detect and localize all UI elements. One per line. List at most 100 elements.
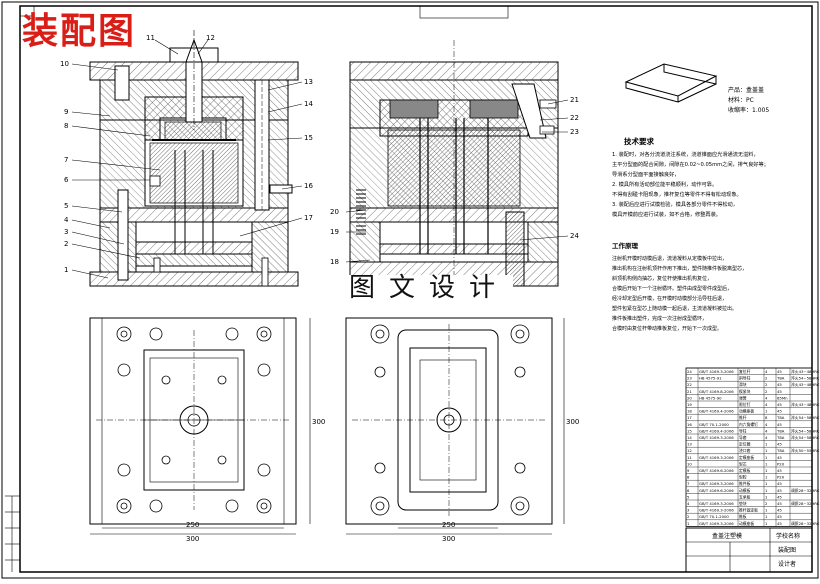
bom-cell: T8A xyxy=(776,435,785,440)
bom-cell: 6 xyxy=(687,488,690,493)
bom-cell: 2 xyxy=(765,389,768,394)
dim-label: 300 xyxy=(312,418,325,426)
bom-cell: 支承板 xyxy=(739,494,751,499)
bom-cell: 调质28~32HRC xyxy=(791,488,820,493)
bom-cell: T8A xyxy=(776,376,785,381)
working-principle: 工作原理 注射机开模时动模后退，流道凝料从定模板中拉出， 推出机构在注射机顶杆作… xyxy=(612,241,747,332)
bom-cell: 45 xyxy=(777,389,782,394)
designer-label: 设计者 xyxy=(778,560,796,568)
bom-cell: 定模板 xyxy=(739,468,751,473)
bom-cell: GB/T 70.1-2000 xyxy=(699,422,729,427)
left-part-labels: 1 2 3 4 5 6 7 8 9 10 11 12 13 14 15 16 1… xyxy=(60,34,313,274)
bom-cell: 2 xyxy=(765,382,768,387)
sheet-title: 装配图 xyxy=(22,11,137,52)
bom-cell: 淬火43~48HRC xyxy=(791,382,820,387)
bom-cell: T8A xyxy=(776,448,785,453)
part-label: 1 xyxy=(64,266,68,274)
tech-line: 3. 装配后应进行试模检验，模具各部分零件不得松动， xyxy=(612,200,738,208)
bom-cell: 45 xyxy=(777,422,782,427)
bom-cell: 1 xyxy=(765,409,768,414)
bom-cell: 4 xyxy=(687,501,690,506)
bom-cell: 垫块 xyxy=(739,501,747,506)
bom-cell: 4 xyxy=(765,369,768,374)
bom-cell: 1 xyxy=(687,521,690,526)
tech-line: 主平分型面的配合间隙，间隙在0.02~0.05mm之间，排气良好等； xyxy=(612,160,769,168)
part-label: 12 xyxy=(206,34,215,42)
bom-cell: 1 xyxy=(765,442,768,447)
principle-line: 合模时由复位杆带动推板复位，开始下一次成型。 xyxy=(612,325,722,332)
bom-cell: GB/T 4169.4-2006 xyxy=(699,428,734,433)
part-label: 16 xyxy=(304,182,313,190)
sheet-label: 装配图 xyxy=(778,546,796,554)
drawing-name: 盒盖注塑模 xyxy=(712,532,742,540)
bom-cell: 11 xyxy=(687,455,692,460)
bom-cell: 23 xyxy=(687,376,692,381)
bom-cell: 淬火43~48HRC xyxy=(791,402,820,407)
bom-cell: 调质28~32HRC xyxy=(791,501,820,506)
part-label: 17 xyxy=(304,214,313,222)
school-label: 学校名称 xyxy=(776,532,800,540)
principle-line: 注射机开模时动模后退，流道凝料从定模板中拉出， xyxy=(612,255,727,262)
bom-cell: 淬火54~58HRC xyxy=(791,415,820,420)
principle-line: 推件板推出塑件，完成一次注射成型循环， xyxy=(612,315,707,322)
bom-cell: 45 xyxy=(777,468,782,473)
bom-cell: 限位钉 xyxy=(739,402,751,407)
bom-cell: 楔紧块 xyxy=(739,389,751,394)
principle-line: 合模后开始下一个注射循环。塑件由成型零件成型后， xyxy=(612,285,732,292)
bom-cell: 动模座板 xyxy=(739,409,754,414)
right-leaders xyxy=(345,99,569,263)
bom-cell: 推杆固定板 xyxy=(739,508,758,513)
bom-cell: 动模板 xyxy=(739,488,751,493)
bom-cell: 15 xyxy=(687,428,692,433)
bom-cell: 8 xyxy=(765,415,768,420)
bom-cell: 1 xyxy=(765,461,768,466)
bom-cell: 7 xyxy=(687,481,690,486)
dimension-lines xyxy=(90,318,565,535)
bom-cell: 4 xyxy=(765,402,768,407)
right-plan-holes xyxy=(370,324,530,516)
bom-cell: 1 xyxy=(765,475,768,480)
part-label: 9 xyxy=(64,108,68,116)
dimension-labels: 300 250 300 300 250 300 xyxy=(186,418,579,543)
product-label: 产品：盒盖盖 xyxy=(728,86,764,94)
bom-cell: 1 xyxy=(765,448,768,453)
bom-cell: 内六角螺钉 xyxy=(739,422,758,427)
bom-cell: 1 xyxy=(765,508,768,513)
bom-cell: 8 xyxy=(687,475,690,480)
part-label: 15 xyxy=(304,134,313,142)
bom-cell: 滑块 xyxy=(739,382,747,387)
bom-cell: 12 xyxy=(687,448,692,453)
bom-cell: 5 xyxy=(687,494,690,499)
bom-cell: 1 xyxy=(765,481,768,486)
bom-cell: 3 xyxy=(687,508,690,513)
part-info: 产品：盒盖盖 材料：PC 收缩率：1.005 xyxy=(728,86,769,114)
bom-cell: 13 xyxy=(687,442,692,447)
part-label: 11 xyxy=(146,34,155,42)
watermark-text: 图文设计 xyxy=(345,275,514,301)
part-sketch xyxy=(624,63,718,103)
right-plan-view xyxy=(345,317,553,525)
bom-cell: 45 xyxy=(777,501,782,506)
part-label: 18 xyxy=(330,258,339,266)
bom-cell: 淬火43~48HRC xyxy=(791,369,820,374)
principle-heading: 工作原理 xyxy=(612,241,639,250)
bom-cell: GB/T 4169.3-2006 xyxy=(699,521,734,526)
tech-line: 1. 装配时，对各分流道浇注系统，浇道锥面应光滑通流无溢料， xyxy=(612,150,759,158)
bom-cell: 2 xyxy=(765,376,768,381)
bom-cell: T8A xyxy=(776,428,785,433)
title-block-text: 盒盖注塑模 学校名称 装配图 设计者 xyxy=(712,532,800,568)
bom-cell: 9 xyxy=(687,468,690,473)
bom-cell: 45 xyxy=(777,442,782,447)
bom-cell: 45 xyxy=(777,514,782,519)
bom-cell: 14 xyxy=(687,435,692,440)
principle-line: 斜顶机构侧向抽芯，复位杆使推出机构复位， xyxy=(612,275,712,282)
bom-cell: 1 xyxy=(765,455,768,460)
part-label: 2 xyxy=(64,240,68,248)
bom-cell: 斜导柱 xyxy=(739,376,751,381)
tech-line: 不得有刮碰卡阻现象，推杆复位等零件不得有松动现象。 xyxy=(612,190,742,198)
part-label: 13 xyxy=(304,78,313,86)
bom-cell: 浇口套 xyxy=(739,448,751,453)
bom-cell: 淬火54~58HRC xyxy=(791,428,820,433)
bom-cell: 10 xyxy=(687,461,692,466)
